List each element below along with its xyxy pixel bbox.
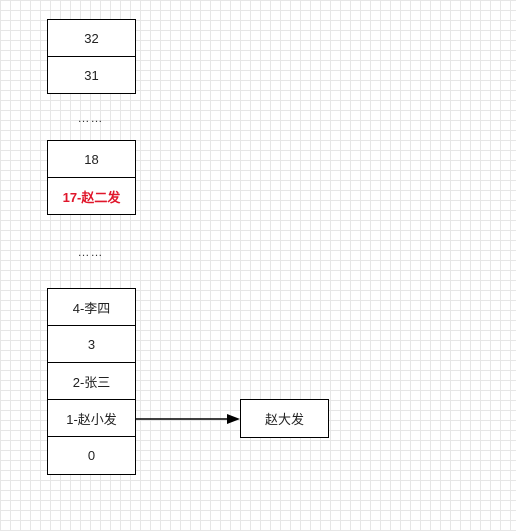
link-arrow-head (227, 414, 240, 424)
bucket-cell-31: 31 (47, 56, 136, 94)
bucket-cell-0: 0 (47, 436, 136, 475)
ellipsis-middle: …… (77, 245, 104, 259)
bucket-cell-32: 32 (47, 19, 136, 57)
bucket-cell-17-highlighted: 17-赵二发 (47, 177, 136, 215)
bucket-cell-4: 4-李四 (47, 288, 136, 326)
bucket-cell-3: 3 (47, 325, 136, 363)
bucket-cell-2: 2-张三 (47, 362, 136, 400)
linked-list-node: 赵大发 (240, 399, 329, 438)
ellipsis-top: …… (77, 111, 104, 125)
bucket-cell-1: 1-赵小发 (47, 399, 136, 437)
